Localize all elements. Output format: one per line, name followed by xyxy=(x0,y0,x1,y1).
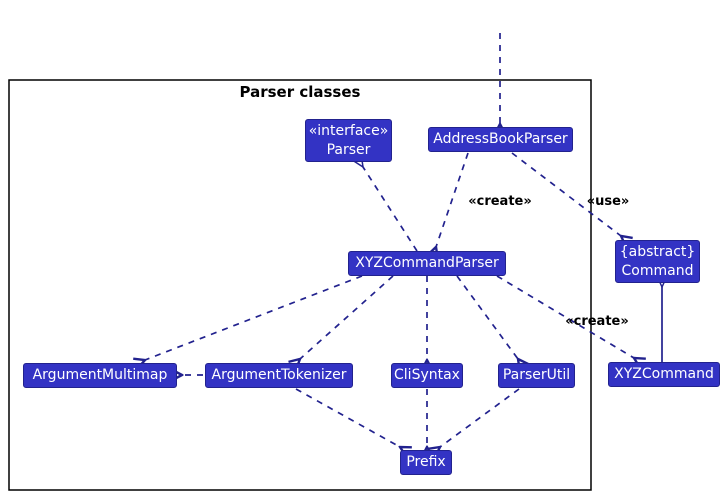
edge-xyzcommandparser-to-parserutil xyxy=(456,275,518,359)
clisyntax-name: CliSyntax xyxy=(394,367,460,383)
edge-xyzcommandparser-create-xyzcommand xyxy=(496,275,634,358)
edge-parserutil-to-prefix xyxy=(440,388,520,447)
class-box-xyzcommandparser: XYZCommandParser xyxy=(348,251,506,276)
argumentmultimap-name: ArgumentMultimap xyxy=(32,367,168,383)
prefix-name: Prefix xyxy=(406,454,446,470)
argumenttokenizer-name: ArgumentTokenizer xyxy=(211,367,347,383)
class-box-argumentmultimap: ArgumentMultimap xyxy=(23,363,177,388)
edge-label-create-top: «create» xyxy=(468,194,532,209)
edge-label-use: «use» xyxy=(586,194,630,209)
frame-parser-classes xyxy=(8,79,592,491)
class-box-prefix: Prefix xyxy=(400,450,452,475)
edge-addressbookparser-create-xyzcommandparser xyxy=(436,152,469,247)
class-box-addressbookparser: AddressBookParser xyxy=(428,127,573,152)
class-box-clisyntax: CliSyntax xyxy=(391,363,463,388)
class-box-parserutil: ParserUtil xyxy=(498,363,575,388)
edge-xyzcommandparser-to-argumenttokenizer xyxy=(300,275,394,359)
class-box-xyzcommand: XYZCommand xyxy=(608,362,720,387)
parser-interface-stereotype: «interface» xyxy=(308,122,389,139)
xyzcommand-name: XYZCommand xyxy=(614,366,714,382)
command-name: Command xyxy=(621,262,694,279)
frame-title: Parser classes xyxy=(239,83,361,101)
edge-xyzcommandparser-to-argumentmultimap xyxy=(145,275,363,360)
parserutil-name: ParserUtil xyxy=(502,367,571,383)
command-stereotype: {abstract} xyxy=(619,243,696,260)
edge-label-create-bottom: «create» xyxy=(565,314,629,329)
xyzcommandparser-name: XYZCommandParser xyxy=(355,255,499,271)
class-box-argumenttokenizer: ArgumentTokenizer xyxy=(205,363,353,388)
edge-argumenttokenizer-to-prefix xyxy=(295,388,400,447)
parser-interface-name: Parser xyxy=(326,141,371,158)
class-box-parser-interface: «interface» Parser xyxy=(305,119,392,162)
edge-xyzcommandparser-realizes-parser xyxy=(363,167,418,252)
addressbookparser-name: AddressBookParser xyxy=(433,131,568,147)
class-box-command: {abstract} Command xyxy=(615,240,700,283)
